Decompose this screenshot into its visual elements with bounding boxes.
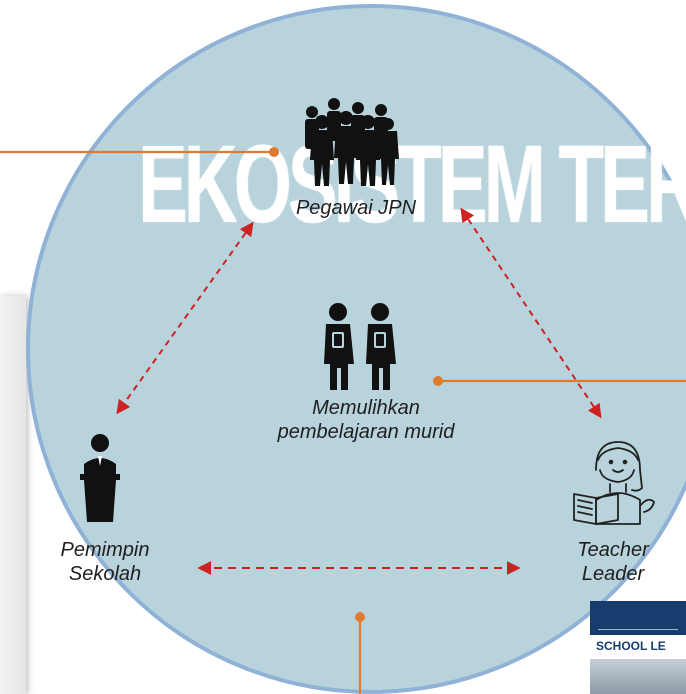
- node-pemimpin-line1: Pemimpin: [60, 539, 150, 561]
- business-people-icon: [305, 98, 399, 186]
- connector-murid-right: [433, 376, 686, 386]
- node-teacher-leader: Teacher Leader: [548, 538, 678, 586]
- podium-speaker-icon: [80, 434, 120, 522]
- node-murid-line1: Memulihkan: [312, 397, 420, 419]
- node-pegawai-jpn-label: Pegawai JPN: [295, 197, 417, 219]
- connector-jpn-left: [0, 147, 279, 157]
- node-murid-line2: pembelajaran murid: [277, 421, 455, 443]
- node-pemimpin-line2: Sekolah: [68, 563, 142, 585]
- card-title-bar: [590, 635, 686, 659]
- card-rule: [598, 629, 678, 630]
- left-side-panel: [0, 296, 26, 694]
- node-pegawai-jpn: Pegawai JPN: [276, 196, 436, 220]
- arrow-jpn-pemimpin: [116, 221, 254, 415]
- node-teacher-line1: Teacher: [577, 539, 649, 561]
- node-murid: Memulihkan pembelajaran murid: [236, 396, 496, 444]
- node-pemimpin-sekolah: Pemimpin Sekolah: [30, 538, 180, 586]
- card-photo: [590, 659, 686, 694]
- card-title: SCHOOL LE: [596, 639, 666, 653]
- school-leader-card: SCHOOL LE: [590, 601, 686, 694]
- node-teacher-line2: Leader: [581, 563, 645, 585]
- students-icon: [324, 303, 396, 390]
- arrow-jpn-teacher: [460, 207, 602, 419]
- connector-bottom: [355, 612, 365, 694]
- teacher-reading-icon: [573, 441, 655, 525]
